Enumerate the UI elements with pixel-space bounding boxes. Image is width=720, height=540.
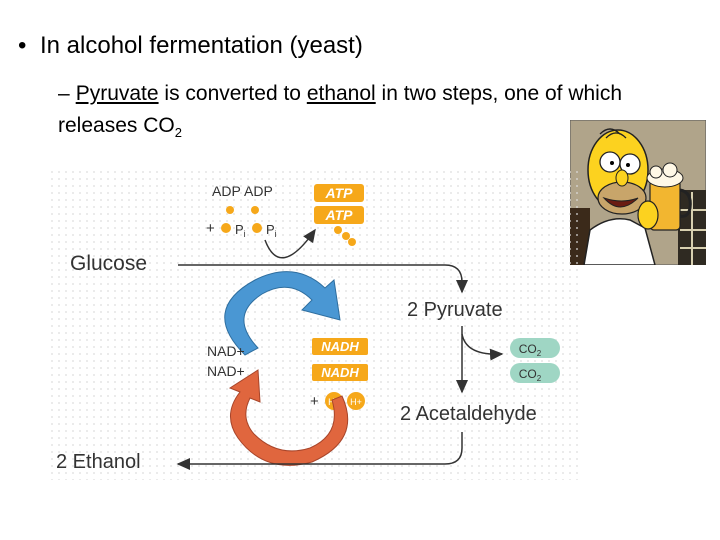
- pi-label-2: Pi: [266, 222, 277, 239]
- bullet-text: In alcohol fermentation (yeast): [40, 32, 363, 59]
- pi-label-1: Pi: [235, 222, 246, 239]
- ethanol-label: 2 Ethanol: [56, 451, 141, 473]
- co2-label-2: CO2: [519, 367, 542, 383]
- nad-label-2: NAD+: [207, 363, 245, 379]
- adp-label-2: ADP: [244, 183, 273, 199]
- co2-release-arrow: [461, 333, 504, 361]
- homer-image: [570, 120, 706, 265]
- adp-label-1: ADP: [212, 183, 241, 199]
- pyruvate-term: Pyruvate: [75, 82, 159, 105]
- acetaldehyde-label: 2 Acetaldehyde: [400, 403, 537, 425]
- atp-label-2: ATP: [325, 207, 354, 223]
- bullet-dot: •: [18, 32, 27, 59]
- nadh-label-2: NADH: [321, 365, 359, 380]
- pyruvate-label: 2 Pyruvate: [407, 299, 503, 321]
- nadh-oxidation-arrow: [228, 369, 349, 466]
- plus-sign-2: +: [310, 393, 319, 410]
- sub-bullet: –Pyruvate is converted to ethanol in two…: [58, 78, 668, 149]
- nadh-label-1: NADH: [321, 339, 359, 354]
- co2-subscript: 2: [174, 125, 182, 141]
- ethanol-term: ethanol: [306, 82, 376, 105]
- sub-text-1: is converted to: [158, 82, 307, 105]
- nad-reduction-arrow: [224, 271, 341, 356]
- atp-label-1: ATP: [325, 185, 354, 201]
- nad-label-1: NAD+: [207, 343, 245, 359]
- bullet-heading: • In alcohol fermentation (yeast): [18, 32, 363, 60]
- glucose-label: Glucose: [70, 252, 147, 275]
- fermentation-diagram: ADP ADP + Pi Pi ATP ATP Glucose 2 Pyruva…: [50, 170, 580, 480]
- glucose-to-pyruvate-arrow: [178, 264, 468, 294]
- co2-label-1: CO2: [519, 342, 542, 358]
- acetaldehyde-to-ethanol-arrow: [176, 432, 463, 470]
- plus-sign-1: +: [206, 220, 215, 237]
- sub-dash: –: [58, 82, 70, 105]
- h-ion-2: H+: [350, 397, 362, 407]
- adp-to-atp-arrow: [264, 228, 316, 259]
- sub-text-2: in two steps, one of which releases CO: [58, 82, 623, 137]
